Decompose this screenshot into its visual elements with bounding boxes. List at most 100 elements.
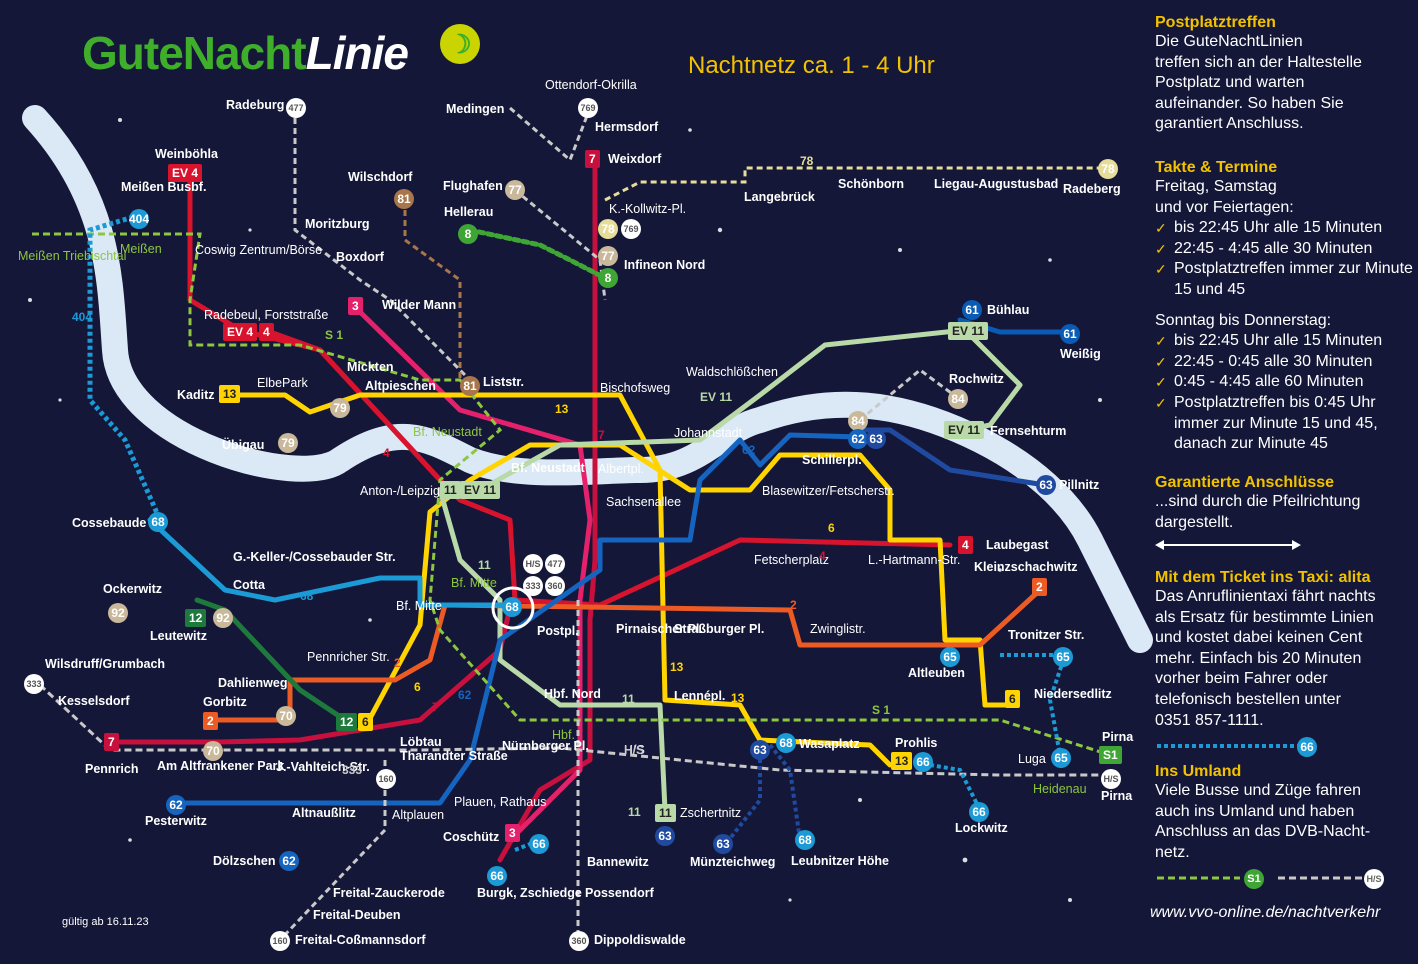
legend-postplatz-line: Die GuteNachtLinien	[1155, 33, 1303, 50]
line-label: 13	[670, 660, 684, 674]
line-label: 11	[622, 692, 635, 706]
stop-label: Laubegast	[986, 538, 1049, 552]
line-12	[194, 597, 351, 725]
line-7	[497, 157, 598, 863]
stop-label: Schönborn	[838, 177, 904, 191]
line-circle: 477	[545, 554, 565, 574]
line-label: 4	[819, 549, 826, 563]
line-label: EV 11	[700, 390, 733, 404]
stop-label: Heidenau	[1033, 782, 1087, 796]
stop-label: Pesterwitz	[145, 814, 207, 828]
line-label: 333	[342, 763, 363, 777]
legend-taxi-line: Das Anruflinientaxi fährt nachts	[1155, 588, 1376, 605]
line-label: 404	[72, 310, 93, 324]
line-circle: 84	[948, 389, 968, 409]
line-404	[87, 212, 163, 522]
legend-postplatz: Postplatztreffen Die GuteNachtLinien tre…	[1155, 14, 1415, 135]
line-badge: 6	[358, 713, 373, 731]
legend-umland-line: auch ins Umland und haben	[1155, 802, 1355, 820]
legend-takte-intro2: Sonntag bis Donnerstag:	[1155, 311, 1332, 329]
logo: GuteNachtLinie	[82, 26, 409, 80]
stop-label: Gorbitz	[203, 695, 247, 709]
stop-label: Altplauen	[392, 808, 445, 822]
stop-label: Medingen	[446, 102, 505, 116]
stop-label: Wasaplatz	[799, 737, 860, 751]
stop-label: Bf. Mitte	[451, 576, 497, 590]
stop-label: Wilschdorf	[348, 170, 413, 184]
logo-text-linie: Linie	[305, 27, 409, 79]
legend-umland-title: Ins Umland	[1155, 763, 1242, 780]
stop-label: Plauen, Rathaus	[454, 795, 547, 809]
line-label: 2	[394, 656, 401, 670]
line-label: 7	[432, 700, 439, 714]
stop-label: Luga	[1018, 752, 1046, 766]
line-badge: EV 11	[948, 322, 989, 340]
line-circle: 160	[270, 931, 290, 951]
legend-postplatz-line: Postplatz und warten	[1155, 74, 1305, 92]
line-circle: 66	[913, 752, 933, 772]
line-circle: 63	[1036, 475, 1056, 495]
legend-takte-item: bis 22:45 Uhr alle 15 Minuten	[1155, 331, 1415, 352]
stop-label: Bühlau	[987, 303, 1030, 317]
stop-label: Bf. Neustadt	[511, 461, 585, 475]
legend-taxi: Mit dem Ticket ins Taxi: alita Das Anruf…	[1155, 569, 1415, 731]
legend-taxi-line: und kostet dabei keinen Cent	[1155, 629, 1363, 647]
line-badge: 12	[336, 713, 358, 731]
legend-postplatz-title: Postplatztreffen	[1155, 14, 1276, 31]
map-subtitle: Nachtnetz ca. 1 - 4 Uhr	[688, 52, 935, 79]
stop-label: Altleuben	[908, 666, 965, 680]
stop-label: Coswig Zentrum/Börse	[195, 243, 323, 257]
line-ev11	[477, 327, 1023, 493]
line-circle: 66	[529, 834, 549, 854]
stop-label: Johannstadt	[674, 426, 743, 440]
stop-label: Mickten	[347, 360, 394, 374]
stop-label: Radeberg	[1063, 182, 1121, 196]
line-78	[604, 166, 1105, 202]
stop-label: Radeburg	[226, 98, 285, 112]
legend-umland-line: Anschluss an das DVB-Nacht-	[1155, 823, 1371, 841]
line-label: S 1	[872, 703, 891, 717]
line-badge: 2	[203, 712, 218, 730]
stop-label: Hermsdorf	[595, 120, 659, 134]
line-label: H/S	[624, 743, 645, 757]
line-circle: 68	[795, 830, 815, 850]
line-circle: 84	[848, 411, 868, 431]
valid-from: gültig ab 16.11.23	[62, 916, 149, 928]
stop-label: Waldschlößchen	[686, 365, 778, 379]
line-circle: 68	[776, 733, 796, 753]
legend-taxi-line: mehr. Einfach bis 20 Minuten	[1155, 649, 1362, 667]
stop-label: Meißen Triebischtal	[18, 249, 127, 263]
legend-takte-item: Postplatztreffen bis 0:45 Uhr immer zur …	[1155, 393, 1415, 455]
website-link[interactable]: www.vvo-online.de/nachtverkehr	[1150, 904, 1381, 921]
legend-anschluss-line: ...sind durch die Pfeilrichtung	[1155, 493, 1361, 510]
line-circle: 77	[505, 180, 525, 200]
stop-label: Bf. Neustadt	[413, 425, 482, 439]
stop-label: Dahlienweg	[218, 676, 288, 690]
alita-63	[723, 743, 802, 847]
line-circle: 769	[578, 98, 598, 118]
line-circle: 66	[487, 866, 507, 886]
line-circle: 62	[166, 795, 186, 815]
legend-taxi-title: Mit dem Ticket ins Taxi: alita	[1155, 569, 1371, 586]
stop-label: Weißig	[1060, 347, 1101, 361]
legend-postplatz-line: aufeinander. So haben Sie	[1155, 94, 1344, 112]
line-badge: 4	[958, 536, 973, 554]
line-badge: 13	[891, 752, 913, 770]
legend-umland-line: Viele Busse und Züge fahren	[1155, 782, 1362, 799]
line-label: 7	[598, 428, 605, 442]
stop-label: Lennépl.	[674, 689, 726, 703]
stop-label: Coschütz	[443, 830, 500, 844]
stop-label: Pirna	[1101, 789, 1133, 803]
elbe-river	[22, 105, 1153, 653]
line-label: 4	[383, 446, 390, 460]
stop-label: Straßburger Pl.	[674, 622, 765, 636]
stop-label: Pennricher Str.	[307, 650, 390, 664]
stop-label: Dippoldiswalde	[594, 933, 686, 947]
legend-anschluss-line: dargestellt.	[1155, 513, 1234, 531]
line-2	[212, 587, 1043, 723]
stop-label: Kesselsdorf	[58, 694, 130, 708]
legend-taxi-badge: 66	[1297, 737, 1317, 757]
stop-label: Fetscherplatz	[754, 553, 830, 567]
line-circle: 62	[279, 851, 299, 871]
stop-label: J.-Vahlteich-Str.	[276, 760, 370, 774]
